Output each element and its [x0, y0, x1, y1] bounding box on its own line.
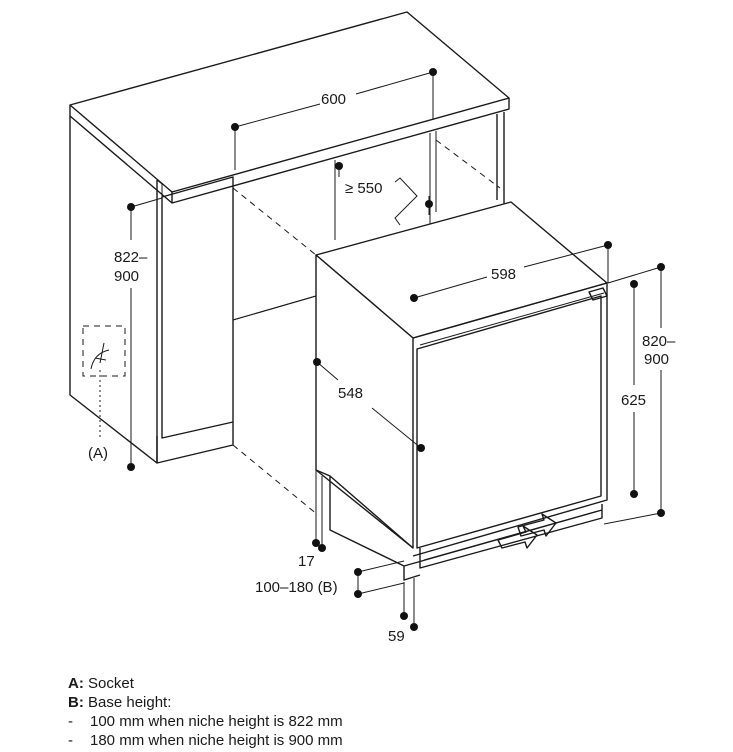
legend-item-text: 100 mm when niche height is 822 mm: [90, 713, 343, 730]
appliance-door: [416, 295, 602, 549]
legend-b: B: Base height:: [68, 693, 668, 712]
legend-b-text: Base height:: [88, 694, 172, 711]
legend-bullet: -: [68, 713, 73, 730]
legend-a: A: Socket: [68, 674, 668, 693]
legend-bullet: -: [68, 732, 73, 749]
cabinet: [69, 11, 510, 516]
door-height-label: 625: [621, 392, 646, 409]
legend-a-key: A:: [68, 675, 84, 692]
plinth-depth-label: 17: [298, 553, 315, 570]
appliance-width-label: 598: [491, 266, 516, 283]
niche-depth-label: ≥ 550: [345, 180, 382, 197]
ventilation-arrow-in: [497, 525, 538, 549]
door-handle: [588, 287, 608, 301]
dimensions: 600 ≥ 550 822– 900 598 548: [114, 68, 676, 645]
legend: A: Socket B: Base height: -100 mm when n…: [68, 674, 668, 750]
left-side-panel: [69, 116, 158, 464]
cabinet-width-label: 600: [321, 91, 346, 108]
socket-callout: (A): [88, 445, 108, 462]
installation-diagram: (A) 600 ≥ 550: [69, 11, 676, 645]
appliance-depth-label: 548: [338, 385, 363, 402]
appliance-height-label-2: 900: [644, 351, 669, 368]
legend-b-key: B:: [68, 694, 84, 711]
plinth-offset-label: 59: [388, 628, 405, 645]
base-height-label: 100–180 (B): [255, 579, 338, 596]
socket-icon: [90, 342, 110, 370]
front-leg: [161, 176, 234, 439]
appliance: [315, 201, 608, 581]
appliance-front: [412, 282, 608, 557]
worktop-top: [69, 11, 510, 193]
appliance-height-label-1: 820–: [642, 333, 676, 350]
ventilation-arrow-out: [517, 513, 557, 537]
legend-a-text: Socket: [88, 675, 134, 692]
legend-item: -100 mm when niche height is 822 mm: [68, 712, 668, 731]
legend-item: -180 mm when niche height is 900 mm: [68, 731, 668, 750]
right-post: [496, 112, 505, 205]
niche-height-label-2: 900: [114, 268, 139, 285]
niche-height-label-1: 822–: [114, 249, 148, 266]
legend-item-text: 180 mm when niche height is 900 mm: [90, 732, 343, 749]
socket-a: (A): [82, 325, 126, 462]
